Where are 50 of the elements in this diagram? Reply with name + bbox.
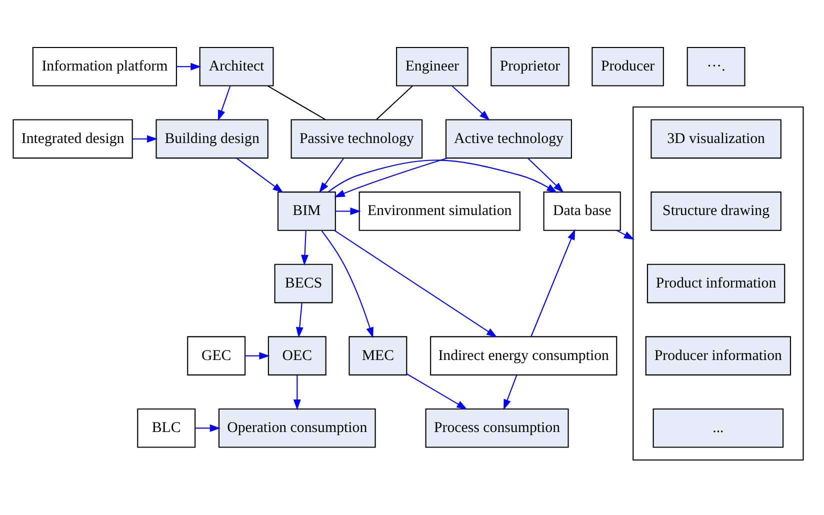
arrow xyxy=(334,157,447,197)
node-box: Structure drawing xyxy=(650,191,781,230)
node-box: Engineer xyxy=(396,46,468,86)
node-box: Information platform xyxy=(32,46,176,86)
node-box: Producer xyxy=(591,46,664,86)
arrow xyxy=(616,230,634,240)
node-box: BIM xyxy=(276,191,336,230)
arrow xyxy=(334,230,497,337)
arrow xyxy=(300,230,308,266)
node-box: Integrated design xyxy=(12,118,132,158)
arrow xyxy=(527,158,564,192)
node-box: Data base xyxy=(542,191,620,230)
arrow xyxy=(451,85,490,120)
node-box: Proprietor xyxy=(490,46,569,86)
arrow xyxy=(218,85,230,120)
arrow xyxy=(236,157,283,192)
node-box: Architect xyxy=(198,46,274,86)
node-box: Process consumption xyxy=(424,408,568,448)
node-box: GEC xyxy=(186,336,246,375)
node-box: Product information xyxy=(646,263,785,303)
node-box: Passive technology xyxy=(290,118,422,158)
node-box: ···. xyxy=(686,46,745,86)
arrow xyxy=(406,372,467,410)
node-box: Producer information xyxy=(644,336,791,375)
node-box: Indirect energy consumption xyxy=(430,336,617,375)
arrow xyxy=(530,228,575,336)
node-box: Operation consumption xyxy=(218,408,376,448)
node-box: BLC xyxy=(136,408,196,448)
connector xyxy=(376,85,412,120)
node-box: BECS xyxy=(274,263,332,303)
arrow xyxy=(194,424,220,432)
node-box: ... xyxy=(652,408,784,448)
arrow xyxy=(318,158,344,192)
node-box: OEC xyxy=(267,336,326,375)
arrow xyxy=(502,374,517,410)
node-box: Environment simulation xyxy=(358,191,520,230)
cluster xyxy=(632,106,804,460)
node-box: MEC xyxy=(348,336,407,375)
node-box: Active technology xyxy=(444,118,572,158)
arrow xyxy=(176,62,201,70)
node-box: Building design xyxy=(155,118,268,158)
arrow xyxy=(320,230,373,338)
arrow xyxy=(328,159,557,192)
arrow xyxy=(292,374,300,410)
arrow xyxy=(244,352,270,360)
arrow xyxy=(132,134,158,142)
arrow xyxy=(335,206,360,214)
node-box: 3D visualization xyxy=(650,118,781,158)
arrow xyxy=(295,302,303,338)
connector xyxy=(267,84,326,120)
